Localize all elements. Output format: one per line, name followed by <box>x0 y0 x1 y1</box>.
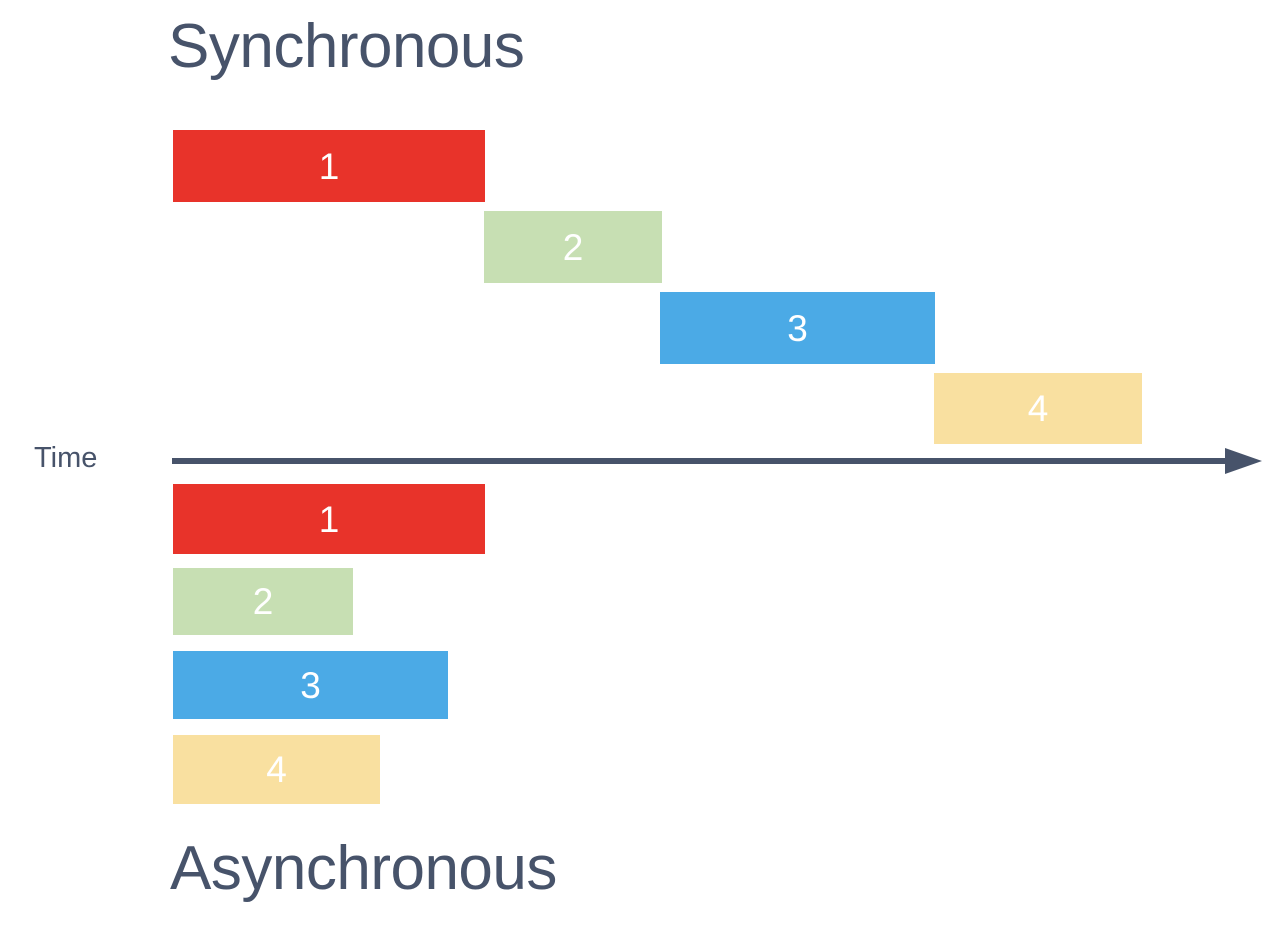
task-bar-label: 2 <box>252 581 274 622</box>
task-bar-synchronous-3: 3 <box>660 292 935 364</box>
time-axis-label: Time <box>34 442 98 474</box>
task-bar-label: 4 <box>1027 388 1049 429</box>
task-bar-label: 1 <box>318 145 340 187</box>
task-bar-synchronous-4: 4 <box>934 373 1142 444</box>
time-arrow-icon <box>172 448 1262 474</box>
task-bar-label: 3 <box>300 664 321 706</box>
task-bar-label: 2 <box>562 226 584 268</box>
task-bar-asynchronous-3: 3 <box>173 651 448 719</box>
task-bar-label: 3 <box>787 307 808 349</box>
synchronous-section-title: Synchronous <box>168 12 525 81</box>
task-bar-asynchronous-1: 1 <box>173 484 485 554</box>
task-bar-synchronous-1: 1 <box>173 130 485 202</box>
task-bar-synchronous-2: 2 <box>484 211 662 283</box>
task-bar-asynchronous-4: 4 <box>173 735 380 804</box>
task-bar-label: 1 <box>318 498 340 540</box>
asynchronous-section-title: Asynchronous <box>170 834 557 903</box>
task-bar-label: 4 <box>266 749 287 790</box>
task-bar-asynchronous-2: 2 <box>173 568 353 635</box>
